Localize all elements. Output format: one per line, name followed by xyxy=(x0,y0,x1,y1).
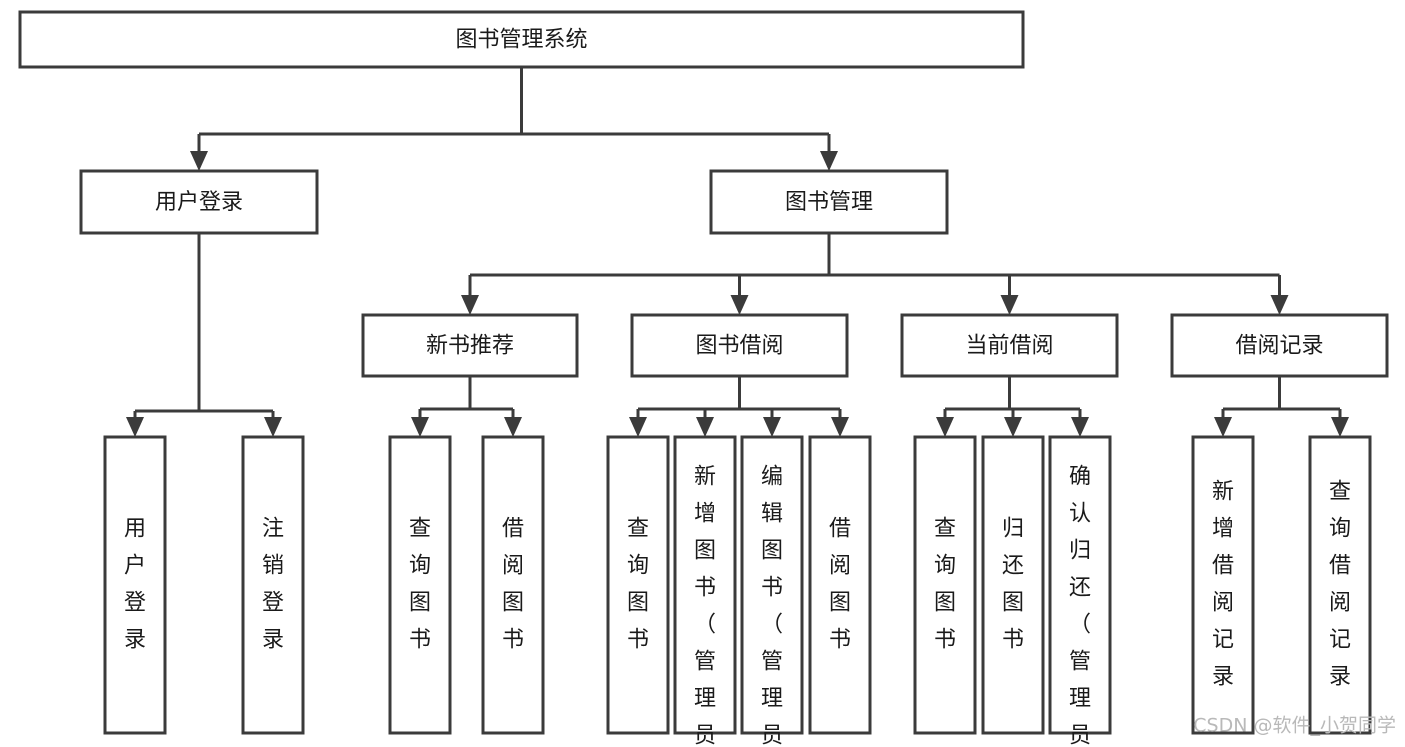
node-label-leaf-query-book-rec: 查询图书 xyxy=(409,517,431,653)
node-box-leaf-confirm-return xyxy=(1048,435,1112,735)
arrowhead xyxy=(190,151,208,171)
node-label-leaf-logout: 注销登录 xyxy=(262,517,284,653)
connector-group-book-borrow xyxy=(629,376,849,437)
node-leaf-confirm-return[interactable]: 确认归还（管理员） xyxy=(1048,435,1112,747)
node-layer: 图书管理系统用户登录图书管理新书推荐图书借阅当前借阅借阅记录用户登录注销登录查询… xyxy=(18,10,1389,747)
arrowhead xyxy=(696,417,714,437)
node-leaf-add-book[interactable]: 新增图书（管理员） xyxy=(673,435,737,747)
arrowhead xyxy=(730,295,749,315)
node-box-leaf-borrow-book-rec xyxy=(481,435,545,735)
arrowhead xyxy=(1214,417,1232,437)
node-user-login[interactable]: 用户登录 xyxy=(79,169,319,235)
node-box-root xyxy=(18,10,1025,69)
arrowhead xyxy=(763,417,781,437)
node-book-borrow[interactable]: 图书借阅 xyxy=(630,313,849,378)
arrowhead xyxy=(126,417,144,437)
arrowhead xyxy=(1071,417,1089,437)
node-box-leaf-query-book-current xyxy=(913,435,977,735)
node-label-leaf-borrow-book: 借阅图书 xyxy=(829,517,851,653)
node-leaf-query-book-rec[interactable]: 查询图书 xyxy=(388,435,452,735)
node-label-book-borrow: 图书借阅 xyxy=(695,334,783,359)
node-box-leaf-borrow-book xyxy=(808,435,872,735)
node-leaf-borrow-book[interactable]: 借阅图书 xyxy=(808,435,872,735)
connector-group-book-manage xyxy=(461,233,1289,315)
node-box-leaf-query-book-rec xyxy=(388,435,452,735)
node-label-leaf-confirm-return: 确认归还（管理员） xyxy=(1069,465,1091,747)
node-box-leaf-return-book xyxy=(981,435,1045,735)
node-box-leaf-query-book-borrow xyxy=(606,435,670,735)
node-leaf-edit-book[interactable]: 编辑图书（管理员） xyxy=(740,435,804,747)
arrowhead xyxy=(264,417,282,437)
node-leaf-return-book[interactable]: 归还图书 xyxy=(981,435,1045,735)
arrowhead xyxy=(461,295,479,315)
node-label-leaf-query-book-borrow: 查询图书 xyxy=(627,517,649,653)
arrowhead xyxy=(1004,417,1022,437)
node-label-book-manage: 图书管理 xyxy=(785,190,873,215)
node-leaf-logout[interactable]: 注销登录 xyxy=(241,435,305,735)
arrowhead xyxy=(831,417,849,437)
connector-group-current-borrow xyxy=(936,376,1089,437)
node-current-borrow[interactable]: 当前借阅 xyxy=(900,313,1119,378)
arrowhead xyxy=(411,417,429,437)
node-label-leaf-query-book-current: 查询图书 xyxy=(934,517,956,653)
node-leaf-query-book-current[interactable]: 查询图书 xyxy=(913,435,977,735)
node-leaf-borrow-book-rec[interactable]: 借阅图书 xyxy=(481,435,545,735)
connector-layer xyxy=(126,67,1349,437)
node-box-current-borrow xyxy=(900,313,1119,378)
node-borrow-record[interactable]: 借阅记录 xyxy=(1170,313,1389,378)
node-book-manage[interactable]: 图书管理 xyxy=(709,169,949,235)
node-box-leaf-add-book xyxy=(673,435,737,735)
arrowhead xyxy=(820,151,838,171)
node-label-leaf-edit-book: 编辑图书（管理员） xyxy=(761,465,783,747)
node-root[interactable]: 图书管理系统 xyxy=(18,10,1025,69)
node-box-borrow-record xyxy=(1170,313,1389,378)
arrowhead xyxy=(1331,417,1349,437)
node-leaf-query-record[interactable]: 查询借阅记录 xyxy=(1308,435,1372,735)
arrowhead xyxy=(1000,295,1019,315)
arrowhead xyxy=(936,417,954,437)
node-label-new-book-rec: 新书推荐 xyxy=(426,334,514,359)
watermark-text: CSDN @软件_小贺同学 xyxy=(1193,715,1396,737)
connector-group-root xyxy=(190,67,838,171)
node-label-leaf-return-book: 归还图书 xyxy=(1002,517,1024,653)
node-box-user-login xyxy=(79,169,319,235)
node-box-book-borrow xyxy=(630,313,849,378)
node-label-root: 图书管理系统 xyxy=(455,28,587,53)
node-new-book-rec[interactable]: 新书推荐 xyxy=(361,313,579,378)
connector-group-new-book-rec xyxy=(411,376,522,437)
node-leaf-add-record[interactable]: 新增借阅记录 xyxy=(1191,435,1255,735)
node-box-leaf-query-record xyxy=(1308,435,1372,735)
arrowhead xyxy=(1270,295,1289,315)
connector-group-user-login xyxy=(126,233,282,437)
connector-group-borrow-record xyxy=(1214,376,1349,437)
arrowhead xyxy=(629,417,647,437)
node-box-leaf-add-record xyxy=(1191,435,1255,735)
node-label-leaf-user-login: 用户登录 xyxy=(124,517,146,653)
node-label-borrow-record: 借阅记录 xyxy=(1235,334,1323,359)
node-label-user-login: 用户登录 xyxy=(155,190,243,215)
node-label-leaf-add-record: 新增借阅记录 xyxy=(1212,480,1234,690)
node-box-leaf-user-login xyxy=(103,435,167,735)
node-label-leaf-add-book: 新增图书（管理员） xyxy=(694,465,716,747)
node-label-leaf-query-record: 查询借阅记录 xyxy=(1329,480,1351,690)
node-leaf-query-book-borrow[interactable]: 查询图书 xyxy=(606,435,670,735)
node-box-leaf-edit-book xyxy=(740,435,804,735)
arrowhead xyxy=(504,417,522,437)
node-box-leaf-logout xyxy=(241,435,305,735)
node-label-current-borrow: 当前借阅 xyxy=(965,334,1053,359)
node-leaf-user-login[interactable]: 用户登录 xyxy=(103,435,167,735)
node-label-leaf-borrow-book-rec: 借阅图书 xyxy=(502,517,524,653)
node-box-book-manage xyxy=(709,169,949,235)
node-box-new-book-rec xyxy=(361,313,579,378)
